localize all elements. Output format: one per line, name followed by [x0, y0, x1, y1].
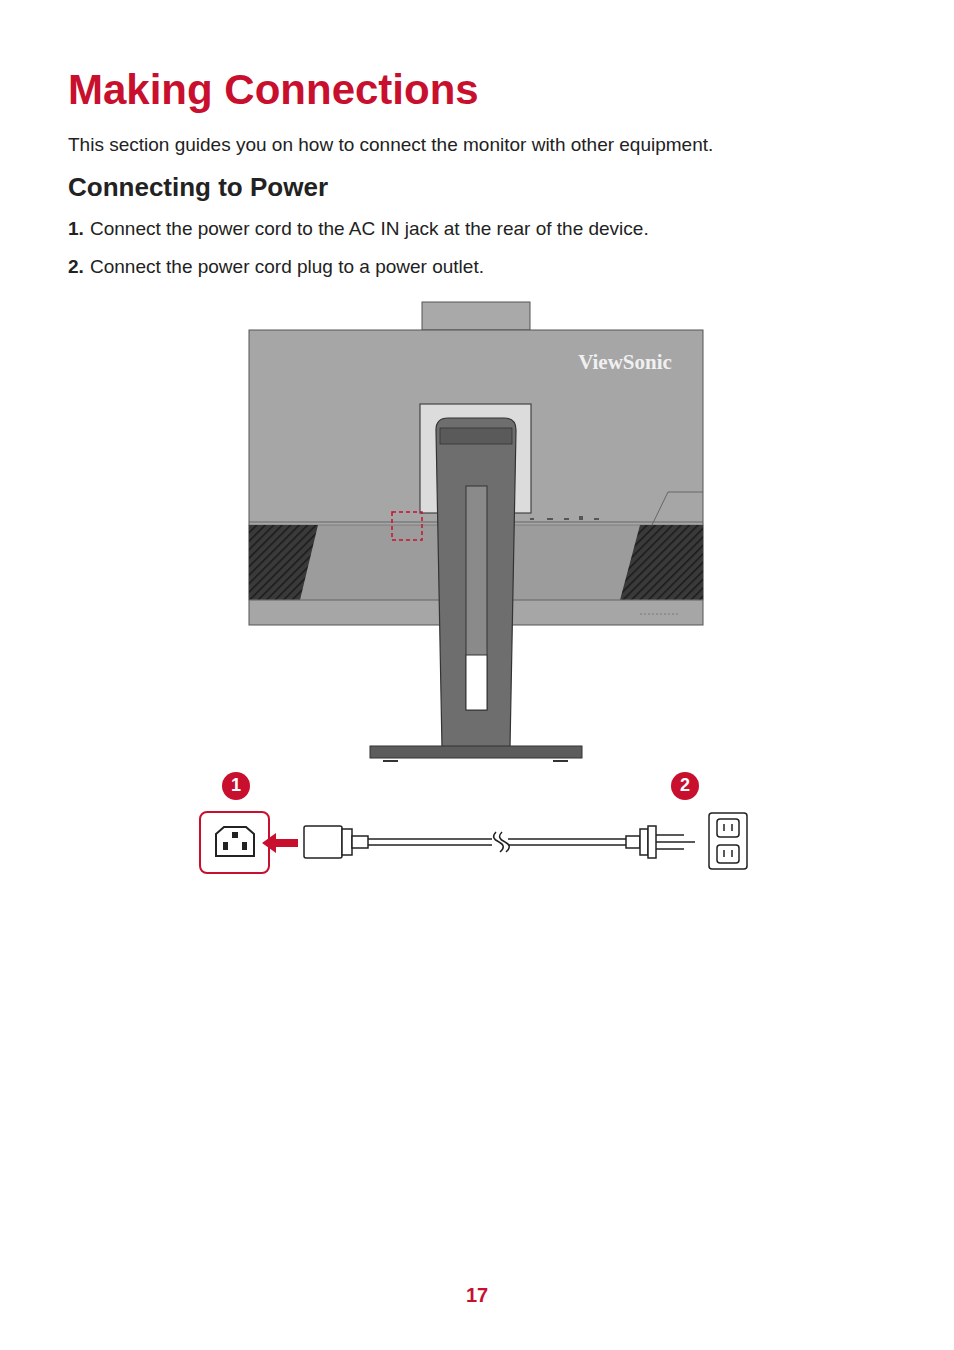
insert-arrow	[262, 833, 298, 853]
vent-left	[249, 525, 318, 600]
callout-circle	[671, 772, 699, 800]
callout-number: 2	[671, 775, 699, 797]
step-number: 1.	[68, 218, 84, 241]
wall-outlet	[709, 813, 747, 869]
ac-in-highlight	[392, 512, 422, 540]
intro-text: This section guides you on how to connec…	[68, 134, 713, 157]
cable-slot	[466, 486, 487, 710]
callout-number: 1	[222, 775, 250, 797]
page-title: Making Connections	[68, 66, 479, 114]
section-heading: Connecting to Power	[68, 172, 328, 203]
stand-top	[422, 302, 530, 330]
stand-base	[370, 746, 582, 758]
vent-right	[620, 525, 703, 600]
button-marks	[530, 516, 599, 520]
stand-column	[436, 418, 516, 748]
step-text: Connect the power cord to the AC IN jack…	[90, 218, 649, 241]
power-cord	[304, 826, 695, 858]
step-number: 2.	[68, 256, 84, 279]
brand-logo: ViewSonic	[555, 350, 695, 375]
step-text: Connect the power cord plug to a power o…	[90, 256, 484, 279]
callout-circle	[222, 772, 250, 800]
ac-in-socket	[200, 812, 269, 873]
page-number: 17	[437, 1283, 517, 1307]
